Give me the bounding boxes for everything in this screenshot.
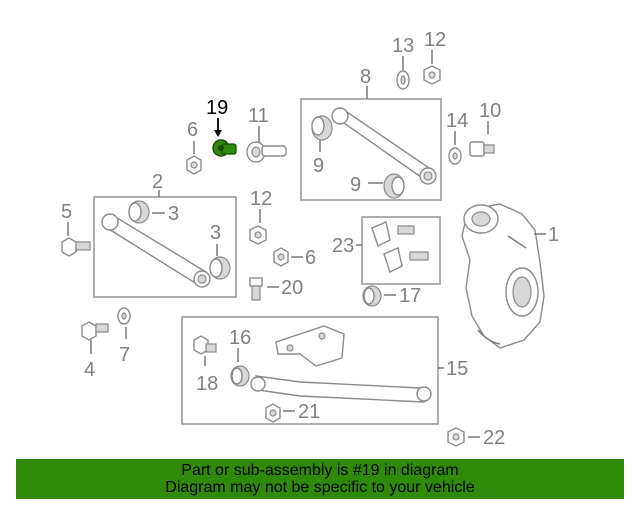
callout-2: 2 bbox=[152, 171, 163, 193]
callout-23: 23 bbox=[332, 235, 354, 257]
bolt-20 bbox=[249, 277, 263, 301]
trailing-arm bbox=[250, 375, 432, 403]
callout-5: 5 bbox=[61, 201, 72, 223]
highlighted-bolt-19 bbox=[212, 139, 237, 157]
callout-16: 16 bbox=[229, 327, 251, 349]
bolt-5 bbox=[61, 237, 91, 257]
callout-12-mid: 12 bbox=[250, 188, 272, 210]
upper-control-arm bbox=[331, 107, 437, 185]
callout-17: 17 bbox=[399, 285, 421, 307]
callout-9-lower: 9 bbox=[350, 174, 361, 196]
callout-3-right: 3 bbox=[210, 222, 221, 244]
callout-20: 20 bbox=[281, 277, 303, 299]
bushing-9-upper bbox=[311, 115, 333, 141]
group-box-23 bbox=[361, 216, 441, 285]
callout-12-top: 12 bbox=[424, 29, 446, 51]
callout-13: 13 bbox=[392, 35, 414, 57]
callout-15: 15 bbox=[446, 358, 468, 380]
bushing-16 bbox=[230, 365, 250, 387]
washer-14 bbox=[448, 147, 462, 165]
bushing-9-lower bbox=[383, 173, 405, 199]
bushing-3-right bbox=[209, 256, 231, 280]
banner-line-1: Part or sub-assembly is #19 in diagram bbox=[181, 462, 459, 479]
callout-3-left: 3 bbox=[168, 203, 179, 225]
bushing-3-left bbox=[128, 200, 150, 224]
callout-7: 7 bbox=[119, 344, 130, 366]
nut-12-top bbox=[423, 65, 441, 85]
bracket-23-lower bbox=[383, 247, 429, 273]
group-box-8 bbox=[300, 98, 442, 201]
nut-6-mid bbox=[273, 247, 289, 267]
bracket-plate bbox=[275, 325, 345, 367]
callout-14: 14 bbox=[446, 110, 468, 132]
knuckle-part-1 bbox=[461, 203, 545, 349]
callout-19: 19 bbox=[206, 97, 228, 119]
bolt-18 bbox=[193, 335, 217, 355]
callout-8: 8 bbox=[360, 66, 371, 88]
callout-10: 10 bbox=[479, 100, 501, 122]
bolt-11 bbox=[246, 141, 287, 163]
callout-18: 18 bbox=[196, 373, 218, 395]
callout-1: 1 bbox=[548, 224, 559, 246]
callout-6-top: 6 bbox=[187, 119, 198, 141]
callout-9-upper: 9 bbox=[313, 155, 324, 177]
bolt-4 bbox=[81, 321, 109, 341]
callout-4: 4 bbox=[84, 359, 95, 381]
nut-22 bbox=[447, 427, 465, 447]
washer-7 bbox=[117, 307, 131, 325]
bushing-17 bbox=[362, 285, 382, 307]
callout-11: 11 bbox=[248, 105, 269, 127]
group-box-2 bbox=[93, 196, 237, 298]
callout-6-mid: 6 bbox=[305, 247, 316, 269]
group-box-15 bbox=[181, 316, 439, 425]
nut-12-mid bbox=[249, 225, 267, 245]
lower-control-arm bbox=[101, 213, 211, 288]
banner-line-2: Diagram may not be specific to your vehi… bbox=[165, 479, 475, 496]
callout-22: 22 bbox=[483, 427, 505, 449]
fitment-banner: Part or sub-assembly is #19 in diagram D… bbox=[16, 459, 624, 499]
bracket-23-upper bbox=[371, 221, 415, 247]
washer-13 bbox=[396, 70, 410, 90]
bolt-10 bbox=[469, 141, 495, 157]
nut-21 bbox=[265, 403, 281, 423]
callout-21: 21 bbox=[298, 401, 320, 423]
nut-6-top bbox=[186, 155, 202, 175]
